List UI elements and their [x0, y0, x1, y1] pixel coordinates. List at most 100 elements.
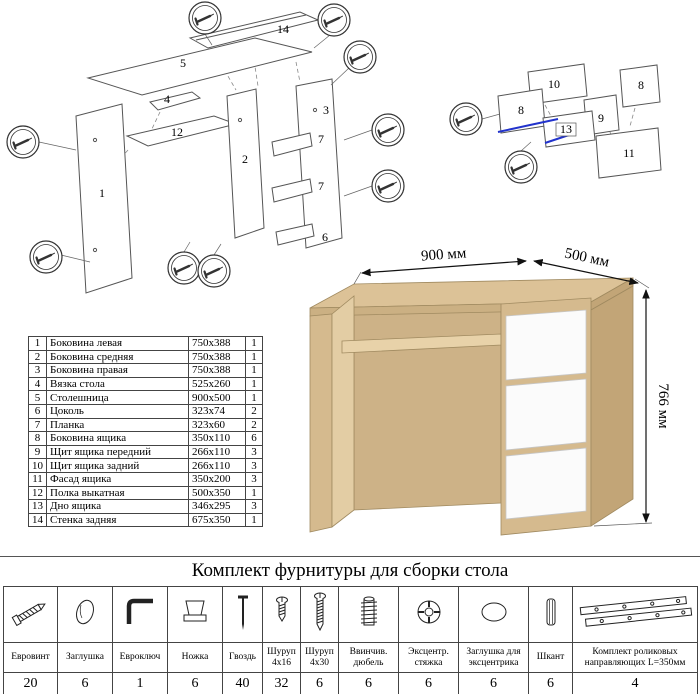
hardware-qty: 6	[57, 672, 113, 694]
part-name: Планка	[46, 417, 189, 433]
part-name: Боковина ящика	[46, 431, 189, 446]
part-number: 3	[28, 363, 47, 378]
hardware-name: Заглушка для эксцентрика	[458, 642, 529, 673]
part-number: 8	[28, 431, 47, 446]
desk-render: 900 мм 500 мм 766 мм	[309, 246, 671, 536]
part-size: 350x110	[188, 431, 246, 446]
drawer-facade	[595, 127, 662, 179]
part-label: 9	[598, 111, 604, 125]
nail-icon	[237, 595, 248, 630]
part-number: 6	[28, 403, 47, 419]
drawer-side-right	[619, 64, 661, 108]
hardware-qty: 4	[572, 672, 698, 694]
dimension-depth-label: 500 мм	[563, 246, 611, 271]
hardware-qty: 1	[112, 672, 168, 694]
hardware-callout-icon	[187, 0, 223, 36]
part-plinth	[275, 223, 315, 246]
hardware-name: Заглушка	[57, 642, 113, 673]
part-label: 4	[164, 92, 170, 106]
part-name: Фасад ящика	[46, 471, 189, 487]
part-number: 9	[28, 444, 47, 460]
hardware-qty: 40	[222, 672, 263, 694]
drawer-slide-line	[497, 118, 559, 133]
hardware-kit-table: Евровинт Заглушка Евроключ Ножка Гвоздь …	[3, 586, 698, 694]
hardware-callout-icon	[370, 112, 406, 148]
part-middle-side	[226, 88, 265, 239]
hardware-name: Шуруп 4х16	[262, 642, 301, 673]
part-number: 12	[28, 485, 47, 501]
exploded-desk-diagram: 14 5 4 12 2 1 3 7 7 6	[5, 0, 406, 294]
part-right-side	[295, 78, 343, 249]
part-number: 13	[28, 499, 47, 514]
part-number: 4	[28, 376, 47, 392]
part-label: 8	[638, 78, 644, 92]
part-label: 12	[171, 125, 183, 139]
part-size: 266x110	[188, 444, 246, 460]
hardware-kit-title: Комплект фурнитуры для сборки стола	[191, 560, 509, 581]
part-name: Столешница	[46, 390, 189, 405]
part-qty: 3	[245, 471, 263, 487]
part-label: 10	[548, 77, 560, 91]
hardware-callout-icon	[503, 149, 539, 185]
part-label: 3	[323, 103, 329, 117]
part-name: Дно ящика	[46, 499, 189, 514]
hardware-name: Гвоздь	[222, 642, 263, 673]
part-number: 5	[28, 390, 47, 405]
hardware-qty: 20	[3, 672, 58, 694]
part-size: 750x388	[188, 349, 246, 365]
part-qty: 2	[245, 417, 263, 433]
part-qty: 1	[245, 512, 263, 528]
hardware-name: Комплект роликовых направляющих L=350мм	[572, 642, 698, 673]
part-size: 323x60	[188, 417, 246, 433]
drawer-front-bottom	[505, 447, 587, 520]
part-rail	[149, 91, 202, 111]
euro-screw-icon	[11, 603, 46, 627]
part-qty: 1	[245, 363, 263, 378]
part-size: 500x350	[188, 485, 246, 501]
exploded-drawer-diagram: 10 8 8 9 13 11	[448, 63, 662, 185]
hardware-qty: 6	[338, 672, 399, 694]
dimension-width-label: 900 мм	[421, 246, 468, 265]
hardware-qty: 6	[398, 672, 459, 694]
part-label: 7	[318, 179, 324, 193]
dimension-height-label: 766 мм	[655, 383, 671, 429]
hardware-callout-icon	[196, 253, 232, 289]
desk-kneehole-back	[353, 289, 502, 511]
part-label: 6	[322, 230, 328, 244]
part-size: 750x388	[188, 363, 246, 378]
part-size: 750x388	[188, 336, 246, 351]
hardware-name: Шкант	[528, 642, 573, 673]
part-qty: 3	[245, 499, 263, 514]
part-label: 11	[623, 146, 635, 160]
hardware-qty: 6	[528, 672, 573, 694]
hardware-callout-icon	[5, 124, 41, 160]
part-qty: 1	[245, 349, 263, 365]
drawer-slides-icon	[579, 596, 693, 627]
part-name: Боковина средняя	[46, 349, 189, 365]
hardware-qty-row: 20 6 1 6 40 32 6 6 6 6 6 4	[3, 672, 698, 694]
part-name: Цоколь	[46, 403, 189, 419]
desk-drawer-unit-side	[590, 285, 634, 527]
part-qty: 1	[245, 336, 263, 351]
drawer-front-middle	[505, 378, 587, 451]
part-number: 11	[28, 471, 47, 487]
part-size: 346x295	[188, 499, 246, 514]
desk-left-panel	[309, 313, 333, 533]
hardware-qty: 32	[262, 672, 301, 694]
screw-4x16-icon	[275, 596, 288, 622]
part-label: 14	[277, 22, 289, 36]
part-name: Боковина правая	[46, 363, 189, 378]
part-strip-top	[271, 132, 313, 157]
cam-lock-icon	[417, 600, 440, 624]
hardware-name: Евровинт	[3, 642, 58, 673]
part-size: 266x110	[188, 458, 246, 473]
hardware-callout-icon	[28, 239, 64, 275]
part-qty: 3	[245, 458, 263, 473]
part-name: Полка выкатная	[46, 485, 189, 501]
